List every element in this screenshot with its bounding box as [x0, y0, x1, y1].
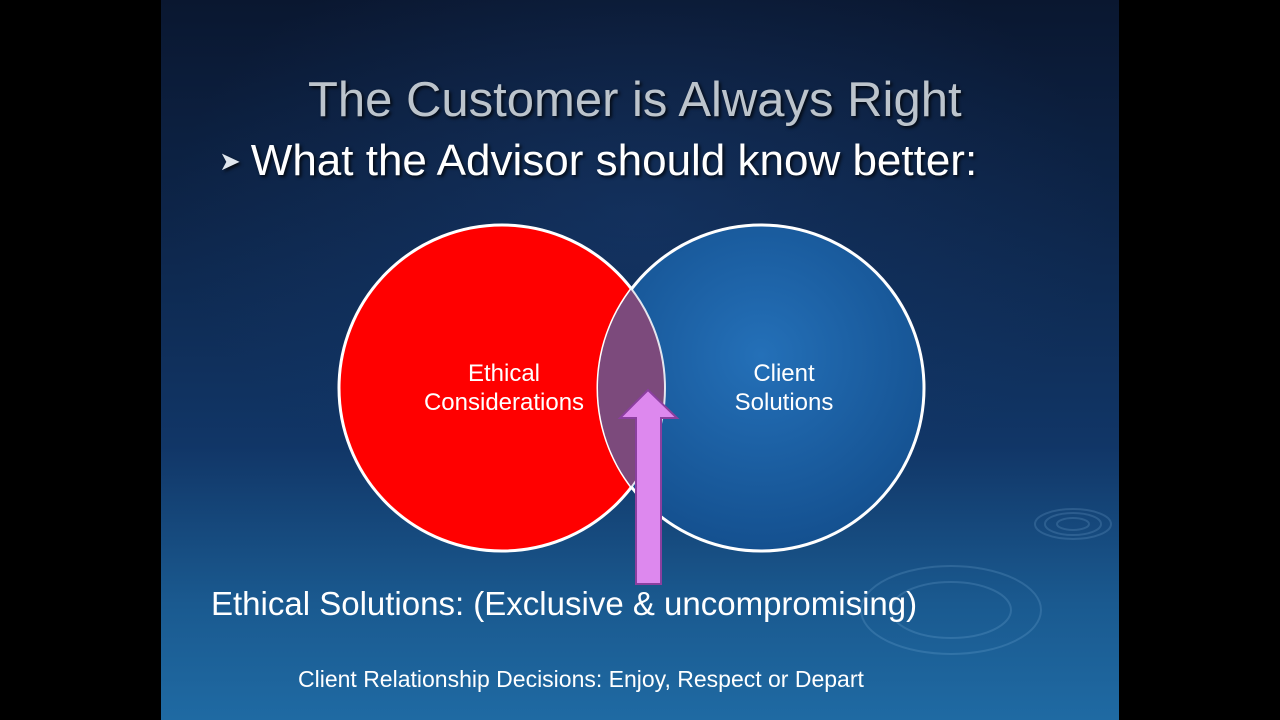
right-circle-label: Client Solutions	[694, 359, 874, 417]
footer-text: Client Relationship Decisions: Enjoy, Re…	[298, 666, 864, 692]
arrow-bullet-icon: ➤	[219, 146, 241, 176]
bullet-text: What the Advisor should know better:	[250, 136, 978, 185]
slide: The Customer is Always Right ➤ What the A…	[161, 0, 1119, 720]
ethical-solutions-caption: Ethical Solutions: (Exclusive & uncompro…	[211, 585, 918, 622]
bullet-point: ➤ What the Advisor should know better:	[219, 136, 977, 186]
left-circle-label-line2: Considerations	[423, 389, 585, 416]
right-circle-label-line2: Solutions	[734, 389, 834, 416]
left-circle-label-line1: Ethical	[467, 360, 541, 387]
left-circle-label: Ethical Considerations	[399, 359, 609, 417]
up-arrow-icon	[617, 388, 680, 585]
ethical-considerations-outline	[338, 224, 666, 552]
slide-title: The Customer is Always Right	[308, 73, 962, 127]
water-ripple-decoration	[860, 508, 1112, 655]
venn-diagram	[337, 223, 1112, 655]
right-circle-label-line1: Client	[753, 360, 815, 387]
